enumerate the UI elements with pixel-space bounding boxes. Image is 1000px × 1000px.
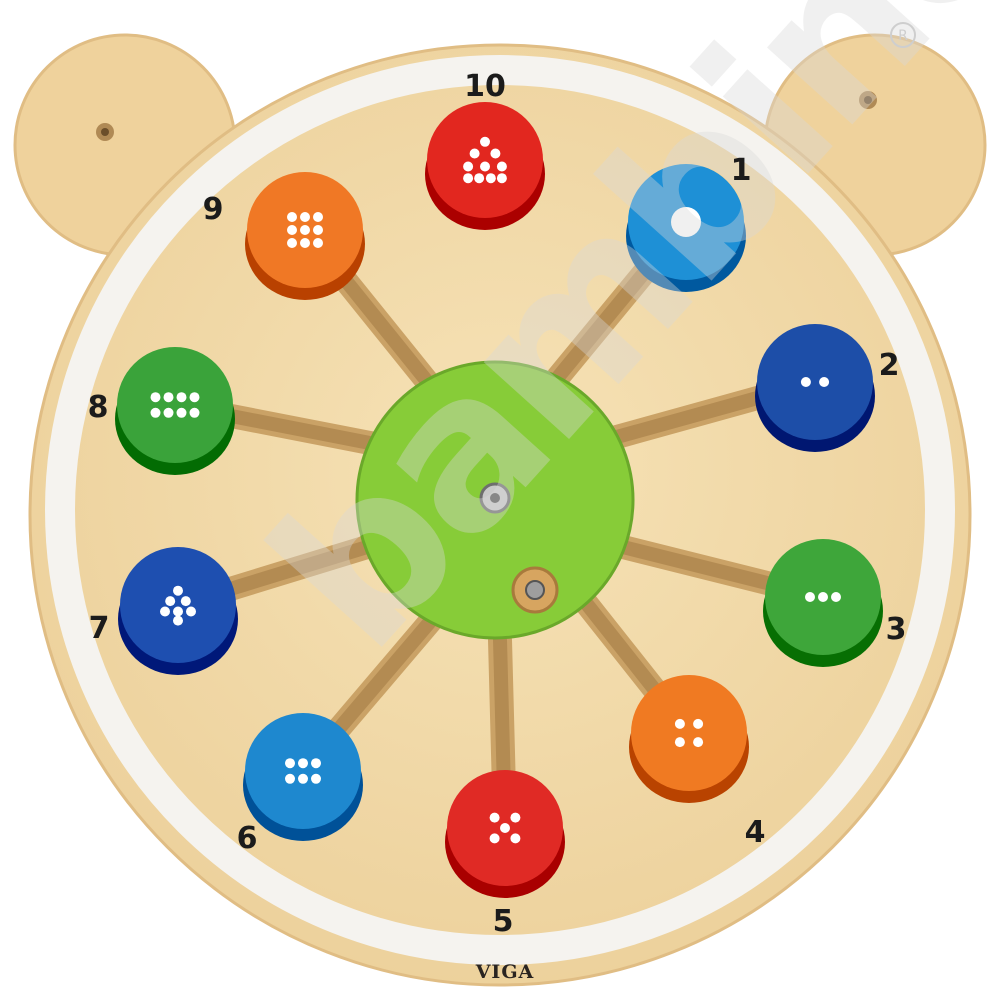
peg-dot bbox=[489, 833, 500, 844]
peg-7[interactable] bbox=[118, 547, 238, 675]
peg-dot bbox=[150, 407, 161, 418]
brand-logo: VIGA bbox=[475, 961, 535, 983]
peg-dot bbox=[313, 212, 323, 222]
peg-dot bbox=[674, 737, 685, 748]
peg-dot bbox=[176, 392, 187, 403]
peg-dot bbox=[300, 225, 310, 235]
peg-dot bbox=[693, 718, 704, 729]
peg-dot bbox=[800, 377, 811, 387]
peg-dot bbox=[150, 392, 161, 403]
peg-dot bbox=[818, 592, 828, 602]
peg-dot bbox=[173, 615, 183, 626]
white-ring bbox=[45, 55, 955, 965]
peg-1[interactable] bbox=[626, 164, 746, 292]
svg-text:R: R bbox=[898, 28, 908, 44]
peg-top bbox=[245, 713, 361, 829]
peg-dot bbox=[186, 606, 196, 617]
peg-top bbox=[117, 347, 233, 463]
peg-dot bbox=[496, 161, 507, 172]
registered-mark: R bbox=[890, 22, 916, 48]
peg-top bbox=[757, 324, 873, 440]
peg-dot bbox=[173, 606, 183, 617]
peg-dot bbox=[189, 392, 200, 403]
peg-top bbox=[120, 547, 236, 663]
peg-dot bbox=[500, 823, 510, 833]
peg-dot bbox=[313, 238, 323, 248]
number-label-8: 8 bbox=[87, 390, 109, 425]
peg-10[interactable] bbox=[425, 102, 545, 230]
peg-dot bbox=[163, 392, 174, 403]
peg-dot bbox=[298, 758, 308, 769]
peg-dot bbox=[510, 812, 521, 823]
peg-dot bbox=[489, 812, 500, 823]
peg-dot bbox=[490, 148, 501, 159]
peg-dot bbox=[819, 377, 830, 387]
peg-4[interactable] bbox=[629, 675, 749, 803]
peg-dot bbox=[180, 596, 191, 607]
peg-dot bbox=[285, 758, 295, 769]
number-label-3: 3 bbox=[885, 612, 907, 647]
peg-dot bbox=[510, 833, 521, 844]
peg-dot bbox=[287, 225, 297, 235]
number-label-5: 5 bbox=[492, 904, 514, 939]
peg-dot bbox=[300, 238, 310, 248]
peg-5[interactable] bbox=[445, 770, 565, 898]
peg-dot bbox=[189, 407, 200, 418]
number-label-4: 4 bbox=[744, 815, 766, 850]
peg-9[interactable] bbox=[245, 172, 365, 300]
center-disc[interactable] bbox=[355, 360, 635, 640]
peg-dot bbox=[287, 238, 297, 248]
peg-dot bbox=[165, 596, 176, 607]
peg-6[interactable] bbox=[243, 713, 363, 841]
number-label-2: 2 bbox=[878, 348, 900, 383]
number-label-6: 6 bbox=[236, 821, 258, 856]
peg-dot bbox=[480, 136, 490, 147]
peg-dot bbox=[311, 758, 321, 769]
peg-3[interactable] bbox=[763, 539, 883, 667]
peg-dot bbox=[300, 212, 310, 222]
peg-dot bbox=[469, 148, 480, 159]
peg-dot bbox=[287, 212, 297, 222]
number-label-10: 10 bbox=[464, 69, 506, 104]
number-label-9: 9 bbox=[202, 192, 224, 227]
peg-dot bbox=[674, 718, 685, 729]
pegs bbox=[115, 102, 883, 898]
number-label-7: 7 bbox=[88, 611, 110, 646]
peg-dot bbox=[176, 407, 187, 418]
peg-dot bbox=[805, 592, 815, 602]
peg-dot bbox=[160, 606, 170, 617]
peg-dot bbox=[173, 585, 183, 596]
peg-8[interactable] bbox=[115, 347, 235, 475]
peg-dot bbox=[496, 173, 507, 184]
peg-dot bbox=[311, 773, 321, 784]
peg-dot bbox=[298, 773, 308, 784]
peg-top bbox=[427, 102, 543, 218]
peg-dot bbox=[474, 173, 485, 184]
peg-dot bbox=[693, 737, 704, 748]
peg-dot bbox=[480, 161, 490, 172]
number-label-1: 1 bbox=[730, 153, 752, 188]
peg-top bbox=[631, 675, 747, 791]
peg-dot bbox=[671, 207, 701, 237]
peg-dot bbox=[285, 773, 295, 784]
peg-dot bbox=[485, 173, 496, 184]
peg-dot bbox=[313, 225, 323, 235]
peg-dot bbox=[163, 407, 174, 418]
peg-dot bbox=[463, 173, 474, 184]
peg-2[interactable] bbox=[755, 324, 875, 452]
peg-dot bbox=[831, 592, 841, 602]
peg-dot bbox=[463, 161, 474, 172]
